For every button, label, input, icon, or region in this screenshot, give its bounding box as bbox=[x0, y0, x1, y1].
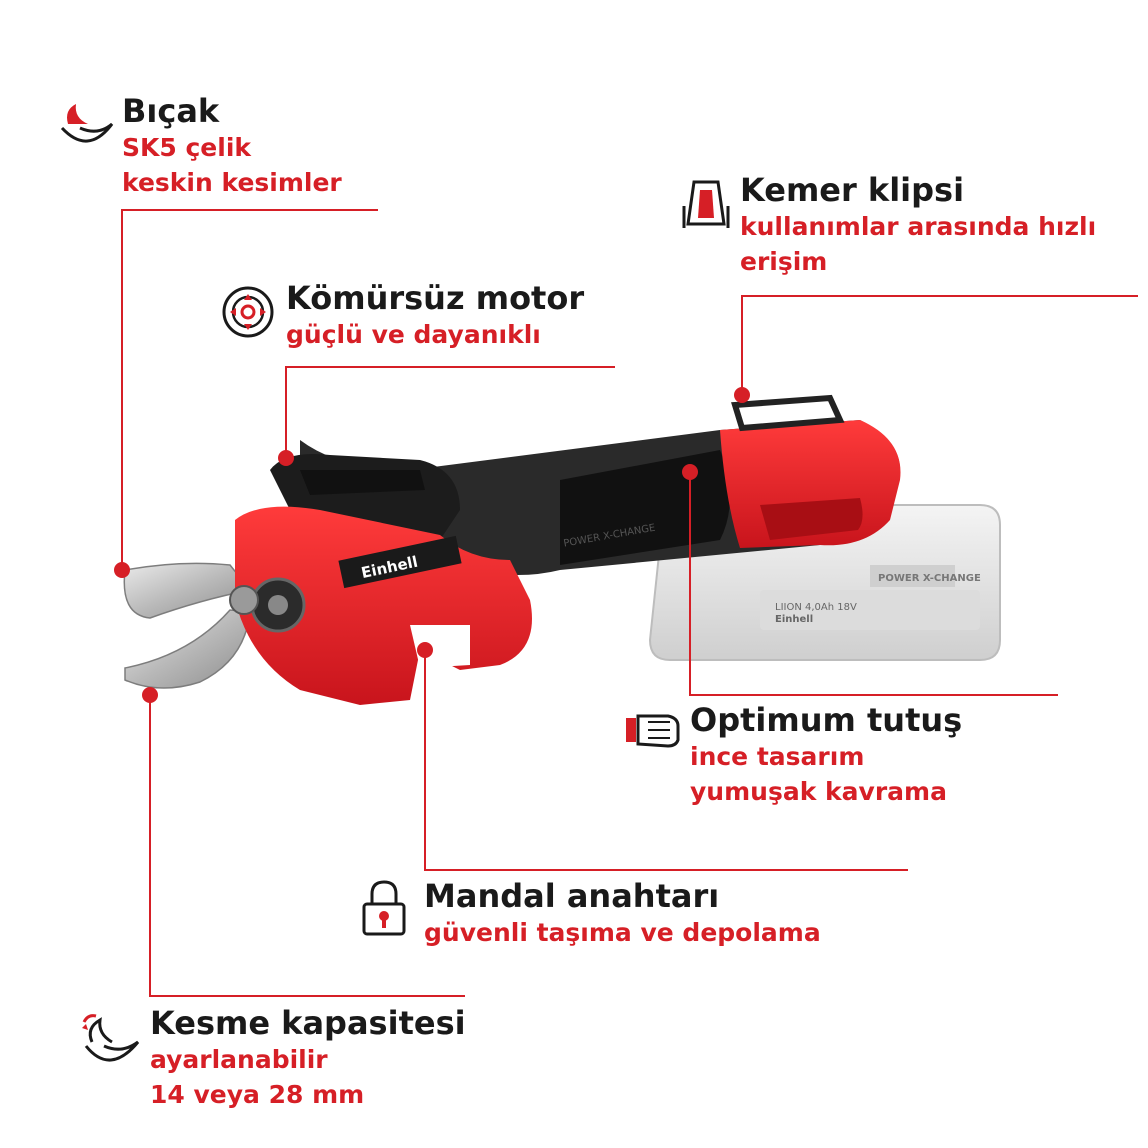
grip-hand-icon bbox=[626, 714, 680, 748]
feature-belt-clip: Kemer klipsi kullanımlar arasında hızlı … bbox=[740, 171, 1096, 279]
belt-clip-icon bbox=[682, 180, 730, 228]
feature-title: Bıçak bbox=[122, 92, 220, 130]
feature-line: ayarlanabilir bbox=[150, 1045, 328, 1074]
feature-title: Optimum tutuş bbox=[690, 701, 963, 739]
leader-dots bbox=[114, 387, 750, 703]
feature-line: ince tasarım bbox=[690, 742, 865, 771]
leader-lines bbox=[121, 209, 1138, 997]
padlock-icon bbox=[362, 880, 406, 936]
feature-title: Kömürsüz motor bbox=[286, 279, 585, 317]
motor-icon bbox=[222, 286, 274, 338]
feature-line: yumuşak kavrama bbox=[690, 777, 947, 806]
feature-title: Kesme kapasitesi bbox=[150, 1004, 466, 1042]
feature-line: kullanımlar arasında hızlı bbox=[740, 212, 1097, 241]
feature-line: güvenli taşıma ve depolama bbox=[424, 918, 821, 947]
blade-icon bbox=[60, 104, 114, 143]
battery-spec-label: LIION 4,0Ah 18V bbox=[775, 602, 857, 613]
feature-title: Mandal anahtarı bbox=[424, 877, 720, 915]
battery-logo-label: POWER X-CHANGE bbox=[878, 573, 981, 584]
feature-line: erişim bbox=[740, 247, 828, 276]
cutting-capacity-icon bbox=[82, 1014, 140, 1062]
feature-blade: Bıçak SK5 çelik keskin kesimler bbox=[122, 92, 342, 200]
blades bbox=[123, 562, 252, 689]
feature-line: güçlü ve dayanıklı bbox=[286, 320, 541, 349]
feature-capacity: Kesme kapasitesi ayarlanabilir 14 veya 2… bbox=[150, 1004, 466, 1112]
battery-brand-label: Einhell bbox=[775, 614, 813, 625]
feature-line: 14 veya 28 mm bbox=[150, 1080, 365, 1109]
feature-motor: Kömürsüz motor güçlü ve dayanıklı bbox=[286, 279, 584, 352]
feature-title: Kemer klipsi bbox=[740, 171, 965, 209]
feature-line: SK5 çelik bbox=[122, 133, 252, 162]
feature-lock: Mandal anahtarı güvenli taşıma ve depola… bbox=[424, 877, 821, 950]
feature-grip: Optimum tutuş ince tasarım yumuşak kavra… bbox=[690, 701, 962, 809]
feature-line: keskin kesimler bbox=[122, 168, 342, 197]
